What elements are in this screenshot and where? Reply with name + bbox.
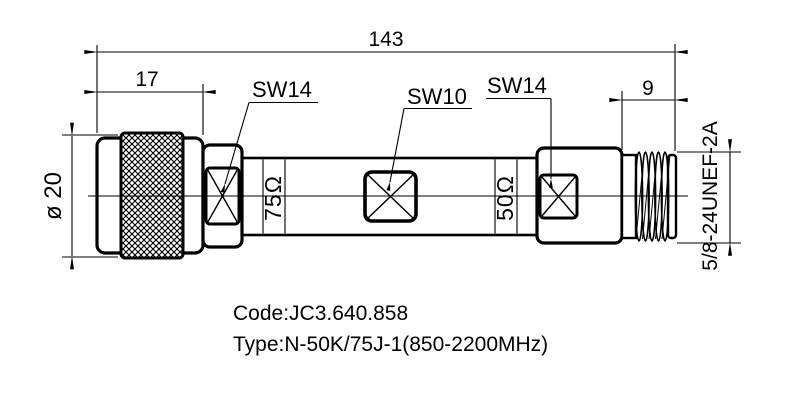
caption-code: Code:JC3.640.858 — [233, 302, 408, 325]
sw14-left-label: SW14 — [252, 77, 312, 102]
impedance-75-label: 75Ω — [260, 175, 286, 221]
right-hex-flat-cross — [540, 176, 577, 217]
middle-hex-flat-cross — [366, 172, 415, 221]
impedance-50-label: 50Ω — [492, 175, 518, 221]
caption-type: Type:N-50K/75J-1(850-2200MHz) — [233, 333, 548, 356]
sw10-label: SW10 — [407, 84, 467, 109]
left-hex-flat-cross — [206, 169, 239, 223]
sw14-right-label: SW14 — [487, 73, 547, 98]
dim-text-thread-spec: 5/8-24UNEF-2A — [699, 121, 722, 270]
sw10-leader — [386, 108, 405, 191]
dimension-lines — [62, 44, 741, 270]
sw14-left-leader — [220, 102, 250, 193]
dim-text-17: 17 — [135, 68, 158, 91]
dim-text-diameter: ø 20 — [40, 172, 67, 220]
dim-text-143: 143 — [368, 28, 403, 51]
leader-lines — [220, 97, 553, 193]
dim-text-9: 9 — [642, 77, 654, 100]
